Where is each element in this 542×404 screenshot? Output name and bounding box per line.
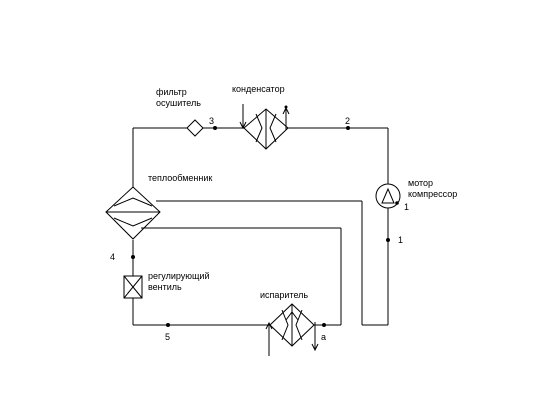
motor-label-line2: компрессор [408,189,457,199]
heat-exchanger-label: теплообменник [148,173,212,183]
junction-points [131,126,390,327]
filter-label-line1: фильтр [156,87,187,97]
filter-dryer-symbol [186,119,204,137]
point-label-a: а [321,332,326,342]
condenser-symbol [239,104,290,150]
point-label-1-motor: 1 [404,202,409,212]
valve-label-line1: регулирующий [148,271,210,281]
point-label-5: 5 [165,332,170,342]
filter-label-line2: осушитель [156,98,201,108]
point-label-4: 4 [110,252,115,262]
point-label-1: 1 [398,235,403,245]
evaporator-symbol [265,303,319,356]
heat-exchanger-symbol [105,186,161,240]
valve-label-line2: вентиль [148,282,182,292]
regulating-valve-symbol [123,275,143,299]
motor-label-line1: мотор [408,178,433,188]
point-label-2: 2 [345,116,350,126]
condenser-label: конденсатор [232,84,285,94]
point-label-3: 3 [209,116,214,126]
evaporator-label: испаритель [260,290,308,300]
motor-compressor-symbol [375,183,401,209]
